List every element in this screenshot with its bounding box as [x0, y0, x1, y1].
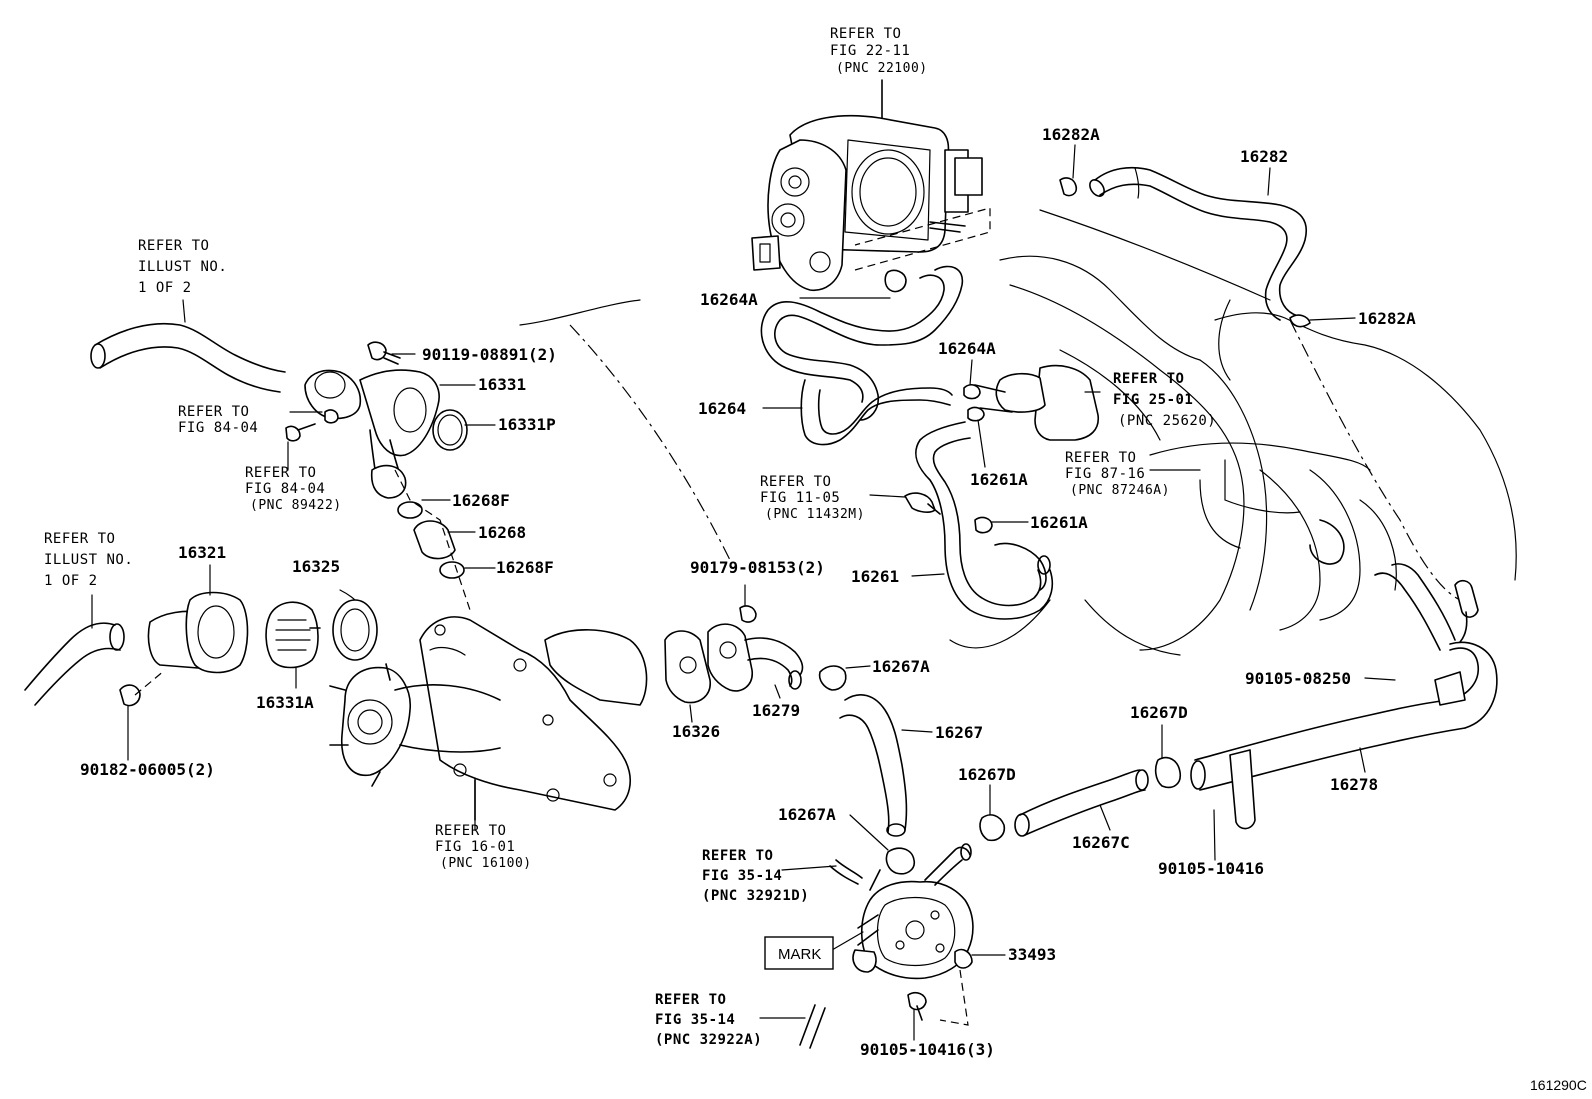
ref-fig87: REFER TO FIG 87-16 (PNC 87246A) — [1065, 450, 1170, 498]
water-inlet-16331 — [285, 341, 468, 499]
label-16267C: 16267C — [1072, 833, 1130, 852]
valve-25620 — [963, 364, 1100, 441]
ref-fig35b: REFER TO FIG 35-14 (PNC 32922A) — [655, 992, 762, 1048]
tube-32922A-edge — [809, 1007, 826, 1049]
hose-16261 — [904, 421, 1054, 620]
engine-outline — [519, 209, 1517, 656]
ref-illust-left: REFER TO ILLUST NO. 1 OF 2 — [44, 531, 142, 589]
housing-16321 — [119, 591, 249, 707]
label-16282: 16282 — [1240, 147, 1288, 166]
label-90105-10416: 90105-10416 — [1158, 859, 1264, 878]
part-labels: 16282A 16282 16282A 16264A 16264A 16264 … — [80, 125, 1416, 1059]
label-16261A-b: 16261A — [1030, 513, 1088, 532]
label-16268: 16268 — [478, 523, 526, 542]
hose-16264 — [760, 265, 964, 446]
pipe-16268 — [413, 520, 456, 560]
hose-16267 — [818, 665, 908, 837]
guide-16268 — [394, 469, 471, 611]
pump-33493 — [852, 843, 974, 1026]
label-16267D-b: 16267D — [958, 765, 1016, 784]
label-16267A-a: 16267A — [872, 657, 930, 676]
label-16264: 16264 — [698, 399, 746, 418]
tube-32921D — [835, 859, 863, 879]
mark-box: MARK — [764, 936, 834, 970]
water-pump — [329, 616, 648, 821]
diagram-id: 161290C — [1530, 1077, 1587, 1093]
throttle-body — [751, 79, 991, 291]
pipe-16278 — [1190, 563, 1498, 830]
gasket-16268F-upper — [397, 501, 423, 519]
label-16268F-b: 16268F — [496, 558, 554, 577]
leader-lines — [91, 144, 1396, 1041]
ref-fig11: REFER TO FIG 11-05 (PNC 11432M) — [760, 474, 865, 522]
label-16261: 16261 — [851, 567, 899, 586]
ref-illust-top: REFER TO ILLUST NO. 1 OF 2 — [138, 238, 236, 296]
label-16321: 16321 — [178, 543, 226, 562]
ref-fig16: REFER TO FIG 16-01 (PNC 16100) — [435, 823, 532, 871]
label-16331A: 16331A — [256, 693, 314, 712]
thermostat-16331A — [265, 601, 321, 669]
label-16331: 16331 — [478, 375, 526, 394]
label-16325: 16325 — [292, 557, 340, 576]
mark-label: MARK — [778, 946, 821, 963]
ref-fig84a: REFER TO FIG 84-04 — [178, 404, 258, 436]
label-90182: 90182-06005(2) — [80, 760, 215, 779]
hose-left — [24, 622, 125, 706]
label-16261A-a: 16261A — [970, 470, 1028, 489]
gasket-16325 — [332, 599, 378, 661]
label-16267D-a: 16267D — [1130, 703, 1188, 722]
label-16264A-mid: 16264A — [938, 339, 996, 358]
label-16331P: 16331P — [498, 415, 556, 434]
ref-fig35a: REFER TO FIG 35-14 (PNC 32921D) — [702, 848, 809, 904]
label-16267: 16267 — [935, 723, 983, 742]
gasket-16268F-lower — [439, 561, 465, 579]
label-16278: 16278 — [1330, 775, 1378, 794]
ref-fig84b: REFER TO FIG 84-04 (PNC 89422) — [245, 465, 342, 513]
label-16279: 16279 — [752, 701, 800, 720]
tube-32922A — [799, 1004, 816, 1046]
label-90105-08250: 90105-08250 — [1245, 669, 1351, 688]
label-33493: 33493 — [1008, 945, 1056, 964]
label-16268F-a: 16268F — [452, 491, 510, 510]
label-16282A-right: 16282A — [1358, 309, 1416, 328]
reference-notes: REFER TO FIG 22-11 (PNC 22100) REFER TO … — [44, 26, 1216, 1048]
gasket-16326-pipe-16279 — [664, 605, 804, 704]
label-16264A-top: 16264A — [700, 290, 758, 309]
hose-upper-left — [90, 322, 286, 393]
label-16326: 16326 — [672, 722, 720, 741]
label-90105-10416-3: 90105-10416(3) — [860, 1040, 995, 1059]
ref-fig22: REFER TO FIG 22-11 (PNC 22100) — [830, 26, 928, 76]
label-90119: 90119-08891(2) — [422, 345, 557, 364]
label-16282A-top: 16282A — [1042, 125, 1100, 144]
label-16267A-b: 16267A — [778, 805, 836, 824]
label-90179: 90179-08153(2) — [690, 558, 825, 577]
ref-fig25: REFER TO FIG 25-01 (PNC 25620) — [1113, 371, 1216, 429]
hose-16267C — [979, 756, 1182, 842]
hose-16282 — [1059, 166, 1311, 328]
tube-32921D-edge — [829, 865, 859, 885]
